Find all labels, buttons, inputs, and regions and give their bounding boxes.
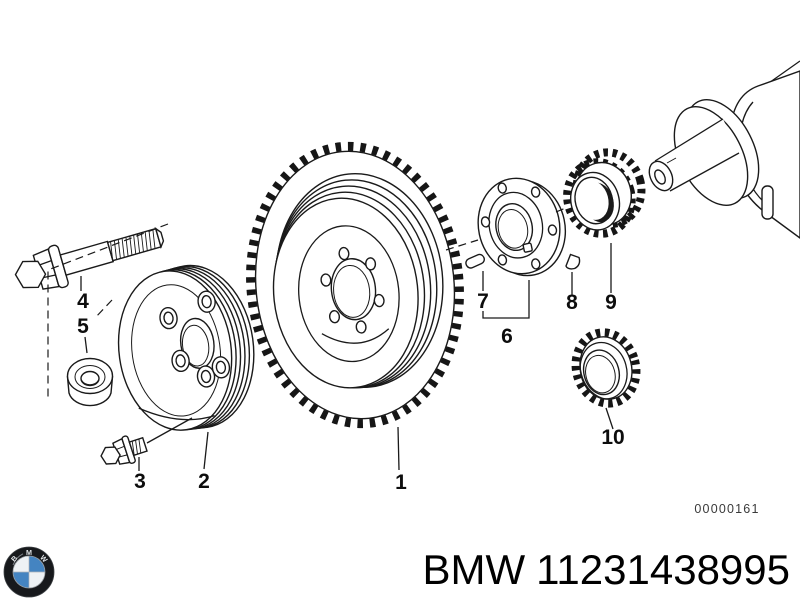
dashed-assembly-lines	[47, 206, 569, 398]
bmw-logo-inner-ring	[12, 555, 46, 589]
bolt-thread-hatching	[110, 229, 156, 261]
bmw-logo-quadrant-bl	[13, 572, 29, 588]
bmw-logo-letter-w: W	[38, 553, 49, 564]
pulley-bolt-holes	[159, 290, 231, 388]
callout-6: 6	[501, 325, 513, 348]
callout-5: 5	[77, 315, 89, 338]
bmw-logo-letter-m: M	[26, 548, 32, 557]
key-drawing	[465, 253, 485, 269]
callout-3: 3	[134, 470, 146, 493]
callout-10: 10	[601, 426, 624, 449]
callout-1: 1	[395, 471, 407, 494]
screw-drawing	[100, 435, 148, 465]
sprocket-double-drawing	[563, 148, 646, 238]
brand-name: BMW	[422, 546, 526, 593]
callout-2: 2	[198, 470, 210, 493]
part-number: 11231438995	[536, 546, 790, 593]
bmw-logo-letter-b: B	[9, 554, 19, 564]
toothed-pulley-drawing	[246, 141, 464, 429]
bmw-logo-quadrant-tr	[29, 556, 45, 572]
ribbed-pulley-drawing	[117, 264, 255, 431]
washer-drawing	[66, 357, 114, 407]
woodruff-key-drawing	[565, 253, 581, 270]
bmw-logo-highlight	[12, 553, 24, 566]
document-number: 00000161	[694, 502, 759, 516]
sprocket-single-drawing	[571, 328, 641, 408]
callout-7: 7	[477, 290, 489, 313]
bmw-logo-quadrant-br	[29, 572, 45, 588]
bmw-logo: B M W	[3, 546, 55, 598]
bmw-logo-cross-lines	[13, 556, 45, 588]
flange-drawing	[477, 177, 567, 277]
crankshaft-drawing	[648, 60, 800, 239]
bmw-logo-quadrant-tl	[13, 556, 29, 572]
callout-9: 9	[605, 291, 617, 314]
callout-4: 4	[77, 290, 89, 313]
callout-8: 8	[566, 291, 578, 314]
callout-numbers: 1 2 3 4 5 6 7 8 9 10	[77, 290, 625, 494]
leader-lines	[80, 243, 614, 471]
